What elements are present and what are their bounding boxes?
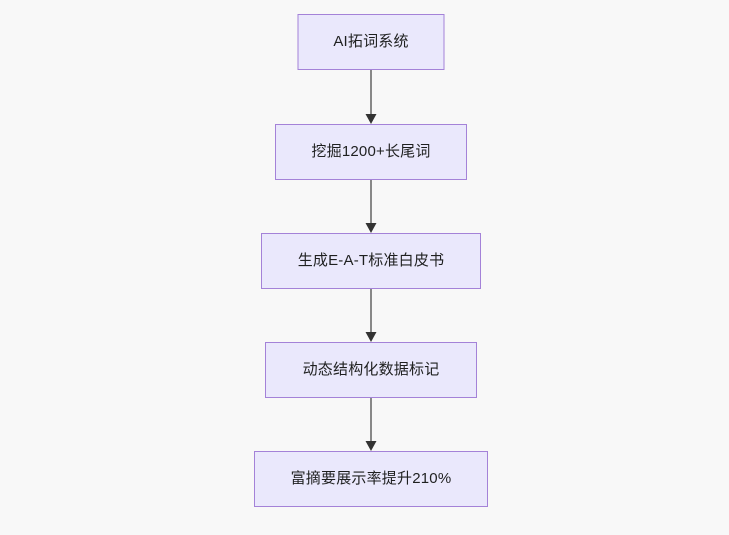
flow-edge-node-4-to-node-5 — [365, 398, 377, 451]
flow-node-generate-eat-whitepaper[interactable]: 生成E-A-T标准白皮书 — [261, 233, 481, 289]
flow-node-label: 富摘要展示率提升210% — [290, 470, 452, 487]
flow-edge-node-3-to-node-4 — [365, 289, 377, 342]
flow-node-dynamic-structured-data-markup[interactable]: 动态结构化数据标记 — [265, 342, 477, 398]
flow-node-label: AI拓词系统 — [333, 33, 409, 50]
flow-node-rich-snippet-rate-increase[interactable]: 富摘要展示率提升210% — [254, 451, 488, 507]
flow-node-label: 动态结构化数据标记 — [302, 361, 440, 378]
flow-edge-node-2-to-node-3 — [365, 180, 377, 233]
flow-node-mine-longtail-keywords[interactable]: 挖掘1200+长尾词 — [275, 124, 467, 180]
flow-node-label: 生成E-A-T标准白皮书 — [297, 252, 445, 269]
flow-node-ai-keyword-system[interactable]: AI拓词系统 — [297, 14, 445, 70]
flow-edge-node-1-to-node-2 — [365, 70, 377, 124]
flow-node-label: 挖掘1200+长尾词 — [311, 143, 431, 160]
